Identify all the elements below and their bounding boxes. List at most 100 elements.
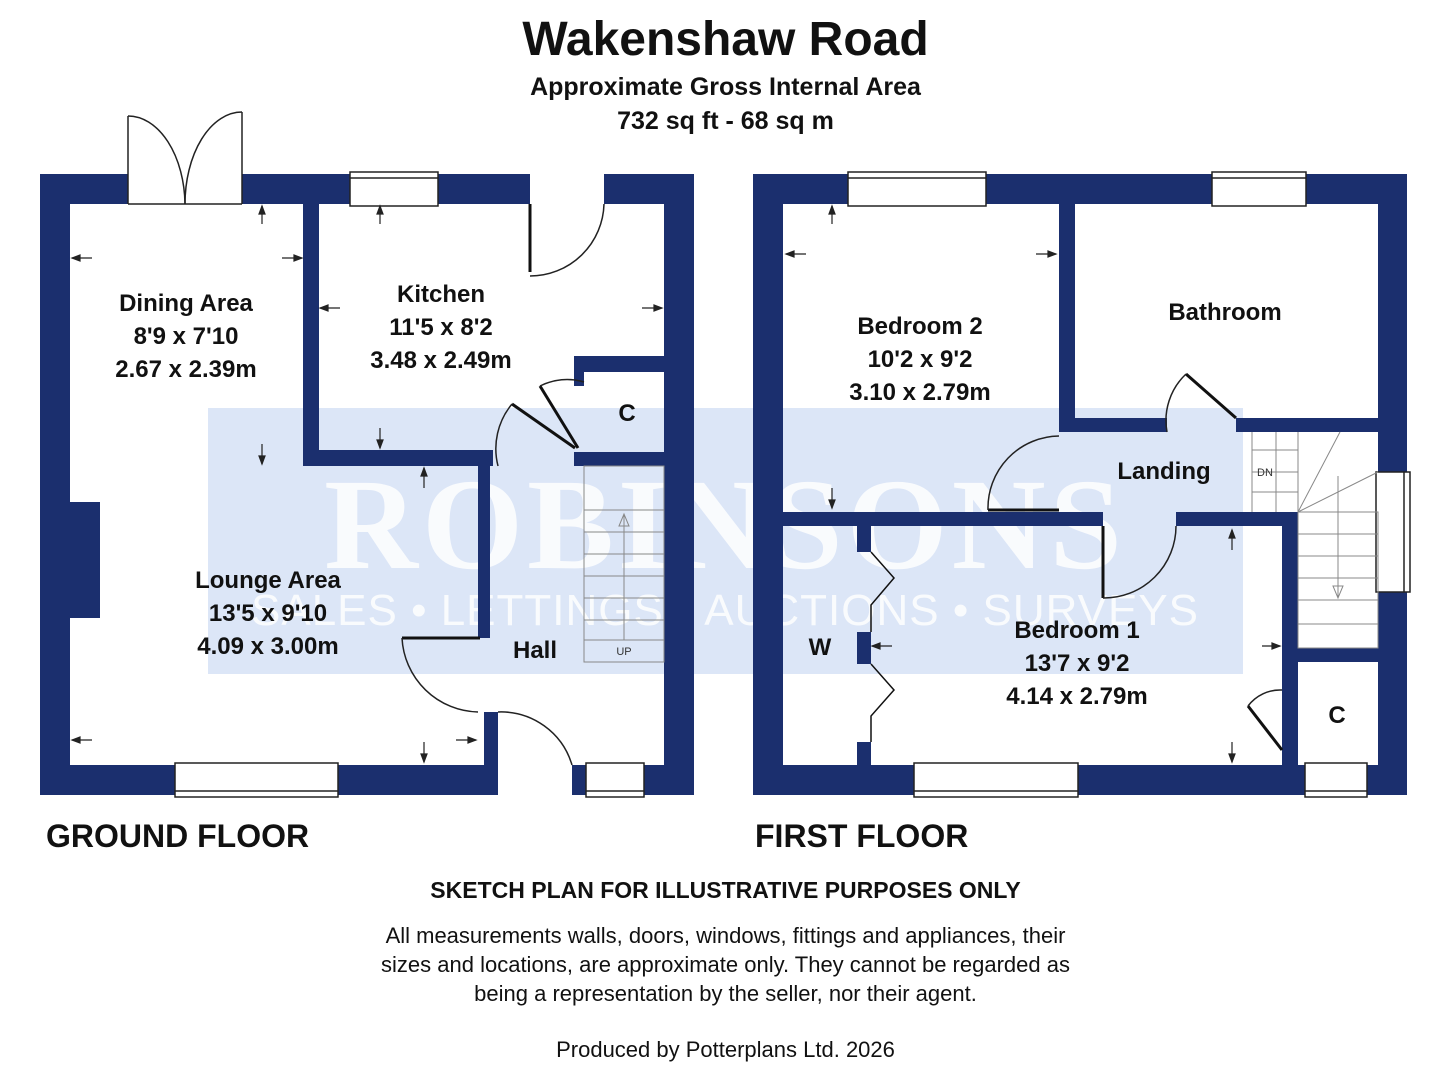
door-swing: [497, 711, 573, 766]
french-door-swing: [184, 111, 243, 205]
chimney-breast: [70, 502, 100, 618]
gf-wall: [242, 174, 350, 204]
lounge-name: Lounge Area: [195, 567, 341, 594]
ff-wall: [783, 512, 1103, 526]
dim-arrow-head: [784, 250, 795, 258]
bathroom-name: Bathroom: [1168, 299, 1281, 326]
wardrobe-post: [857, 632, 871, 664]
window: [913, 762, 1079, 798]
disclaimer-line-1: All measurements walls, doors, windows, …: [385, 923, 1066, 948]
wardrobe-post: [857, 526, 871, 552]
door-swing: [1165, 373, 1187, 433]
ff-wall: [1236, 418, 1378, 432]
dim-arrow-head: [653, 304, 664, 312]
dim-arrow-head: [258, 455, 266, 466]
kitchen-imperial: 11'5 x 8'2: [389, 314, 493, 341]
stairs-up-label: UP: [616, 646, 631, 658]
gf-wall: [572, 765, 586, 795]
gf-wall: [644, 765, 694, 795]
dim-arrow-head: [293, 254, 304, 262]
ground-floor-openings: [127, 111, 645, 798]
disclaimer-line-2: sizes and locations, are approximate onl…: [381, 952, 1070, 977]
window: [585, 762, 645, 798]
first-floor-label: FIRST FLOOR: [755, 818, 969, 854]
dim-arrow-head: [258, 204, 266, 215]
ff-wall: [753, 174, 783, 795]
gf-wall: [574, 452, 664, 466]
door-swing: [529, 203, 605, 277]
door-leaf: [538, 385, 580, 449]
gf-wall: [484, 712, 498, 768]
dim-arrow-head: [828, 499, 836, 510]
bedroom1-metric: 4.14 x 2.79m: [1006, 683, 1147, 710]
ff-wall: [1176, 512, 1298, 526]
hall-name: Hall: [513, 637, 557, 664]
door-swing: [1102, 525, 1177, 599]
gf-wall: [40, 174, 70, 795]
ff-wall: [1059, 204, 1075, 432]
dim-arrow-head: [1228, 753, 1236, 764]
stair-winder: [1297, 431, 1341, 513]
dim-arrow-head: [1047, 250, 1058, 258]
dim-arrow-head: [376, 439, 384, 450]
ground-floor-stairs: [583, 465, 665, 663]
watermark: ROBINSONS SALES • LETTINGS • AUCTIONS • …: [208, 408, 1243, 674]
landing-name: Landing: [1117, 458, 1210, 485]
ground-floor-walls: [40, 174, 694, 795]
first-floor-openings: [847, 171, 1411, 798]
door-leaf: [1185, 372, 1237, 420]
kitchen-metric: 3.48 x 2.49m: [370, 347, 511, 374]
ff-wall: [1078, 765, 1305, 795]
dim-arrow-head: [318, 304, 329, 312]
ff-wall: [1378, 592, 1407, 795]
ff-wall: [1282, 512, 1298, 766]
window: [1211, 171, 1307, 207]
dimension-markers: [70, 204, 1282, 764]
window: [174, 762, 339, 798]
dim-arrow-head: [70, 736, 81, 744]
ff-wall: [1378, 174, 1407, 472]
gf-wall: [574, 356, 664, 372]
french-door-swing: [127, 115, 186, 205]
door-swing: [987, 435, 1060, 511]
gf-wall: [303, 450, 493, 466]
page-title: Wakenshaw Road: [522, 13, 929, 66]
bedroom2-metric: 3.10 x 2.79m: [849, 379, 990, 406]
dim-arrow-head: [420, 753, 428, 764]
area-value: 732 sq ft - 68 sq m: [617, 107, 834, 135]
first-floor-stairs: [1251, 431, 1379, 649]
gf-wall: [574, 452, 584, 466]
wardrobe-post: [857, 742, 871, 766]
stairs-down-label: DN: [1257, 467, 1273, 479]
gf-wall: [438, 174, 530, 204]
window: [847, 171, 987, 207]
kitchen-name: Kitchen: [397, 281, 485, 308]
wardrobe-name: W: [809, 634, 832, 661]
wardrobe-door: [870, 551, 895, 632]
bedroom1-name: Bedroom 1: [1014, 617, 1139, 644]
ff-wall: [1282, 648, 1378, 662]
stair-arrow-head: [618, 512, 630, 527]
dining-metric: 2.67 x 2.39m: [115, 356, 256, 383]
dim-arrow-head: [70, 254, 81, 262]
door-leaf: [1246, 705, 1284, 751]
ff-wall: [986, 174, 1212, 204]
dim-arrow-head: [467, 736, 478, 744]
gf-wall: [664, 174, 694, 795]
ground-floor-labels: Dining Area 8'9 x 7'10 2.67 x 2.39m Kitc…: [115, 281, 635, 664]
door-swing: [1247, 689, 1283, 707]
lounge-metric: 4.09 x 3.00m: [197, 633, 338, 660]
gf-wall: [40, 765, 175, 795]
ff-wall: [1367, 765, 1407, 795]
bedroom1-imperial: 13'7 x 9'2: [1025, 650, 1130, 677]
stair-arrow-head: [1332, 585, 1344, 600]
dim-arrow-head: [420, 466, 428, 477]
window: [1304, 762, 1368, 798]
door-swing: [401, 637, 479, 713]
dim-arrow-head: [376, 204, 384, 215]
ff-cupboard-name: C: [1328, 702, 1345, 729]
ff-wall: [1059, 418, 1167, 432]
dim-arrow-head: [870, 642, 881, 650]
gf-wall: [338, 765, 498, 795]
